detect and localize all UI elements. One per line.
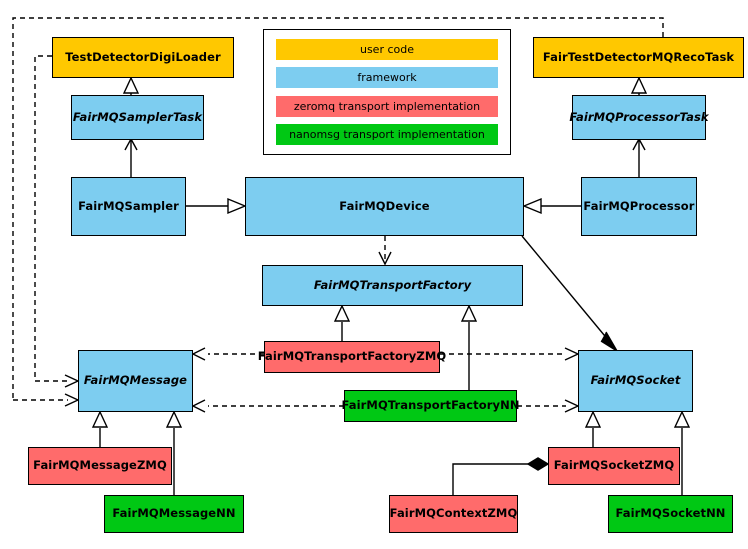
legend-item-framework: framework bbox=[276, 67, 498, 89]
node-label: FairMQSamplerTask bbox=[72, 109, 203, 124]
edge-recotask-to-processortask bbox=[630, 76, 648, 95]
edge-messagezmq-to-message bbox=[91, 410, 109, 447]
node-test-detector-digi-loader[interactable]: TestDetectorDigiLoader bbox=[52, 37, 234, 78]
edge-transportnn-to-socket bbox=[517, 399, 580, 413]
node-fairmq-sampler-task[interactable]: FairMQSamplerTask bbox=[71, 95, 204, 140]
node-label: FairMQProcessor bbox=[583, 198, 695, 213]
node-fairmq-socket[interactable]: FairMQSocket bbox=[578, 350, 693, 412]
node-label: FairMQTransportFactoryZMQ bbox=[257, 349, 447, 364]
node-label: FairMQProcessorTask bbox=[569, 109, 709, 124]
node-label: FairMQSocketZMQ bbox=[553, 458, 675, 473]
node-fairmq-processor[interactable]: FairMQProcessor bbox=[581, 177, 697, 236]
legend-label: user code bbox=[359, 43, 415, 56]
node-fairmq-socket-nn[interactable]: FairMQSocketNN bbox=[608, 495, 733, 533]
node-fairmq-context-zmq[interactable]: FairMQContextZMQ bbox=[389, 495, 518, 533]
node-label: FairMQMessage bbox=[83, 373, 188, 388]
edge-sampler-to-samplertask bbox=[124, 137, 138, 177]
node-fairmq-message-nn[interactable]: FairMQMessageNN bbox=[104, 495, 244, 533]
node-fairmq-processor-task[interactable]: FairMQProcessorTask bbox=[569, 95, 709, 140]
edge-messagenn-to-message bbox=[165, 410, 183, 495]
node-fairmq-transport-factory[interactable]: FairMQTransportFactory bbox=[262, 265, 523, 306]
edge-digiloader-to-samplertask bbox=[122, 76, 140, 95]
edge-sampler-to-device bbox=[186, 197, 247, 215]
edge-device-to-socket bbox=[521, 235, 618, 352]
edge-transportnn-to-message bbox=[191, 399, 344, 413]
edge-transportzmq-to-message bbox=[191, 347, 264, 361]
node-label: FairMQTransportFactoryNN bbox=[341, 398, 520, 413]
node-fairmq-socket-zmq[interactable]: FairMQSocketZMQ bbox=[548, 447, 680, 485]
node-fairmq-message-zmq[interactable]: FairMQMessageZMQ bbox=[28, 447, 172, 485]
node-label: FairMQSampler bbox=[78, 198, 179, 213]
edge-device-to-transportfactory bbox=[378, 236, 392, 266]
node-label: FairMQContextZMQ bbox=[389, 506, 518, 521]
legend-box: user code framework zeromq transport imp… bbox=[263, 29, 511, 155]
node-fairmq-message[interactable]: FairMQMessage bbox=[78, 350, 193, 412]
node-label: FairMQSocketNN bbox=[615, 506, 726, 521]
legend-label: framework bbox=[357, 71, 417, 85]
legend-label: zeromq transport implementation bbox=[293, 99, 481, 113]
edge-socketzmq-to-socket bbox=[584, 410, 602, 447]
edge-transportnn-to-transportfactory bbox=[460, 304, 478, 390]
node-label: FairMQMessageNN bbox=[112, 506, 236, 521]
node-label: FairMQDevice bbox=[339, 198, 430, 213]
legend-item-user-code: user code bbox=[276, 39, 498, 60]
edge-transportzmq-to-transportfactory bbox=[333, 304, 351, 341]
node-fairmq-transport-factory-nn[interactable]: FairMQTransportFactoryNN bbox=[341, 390, 520, 422]
node-label: FairMQSocket bbox=[590, 373, 681, 388]
legend-label: nanomsg transport implementation bbox=[289, 127, 485, 141]
edge-processor-to-processortask bbox=[632, 137, 646, 177]
node-fairmq-transport-factory-zmq[interactable]: FairMQTransportFactoryZMQ bbox=[258, 341, 446, 373]
edge-transportzmq-to-socket bbox=[440, 347, 580, 361]
edge-contextzmq-to-socketzmq bbox=[452, 457, 550, 495]
node-label: FairMQTransportFactory bbox=[313, 277, 472, 292]
edge-processor-to-device bbox=[522, 197, 581, 215]
node-label: TestDetectorDigiLoader bbox=[65, 49, 221, 64]
node-fairmq-sampler[interactable]: FairMQSampler bbox=[71, 177, 186, 236]
node-fair-test-detector-mq-reco-task[interactable]: FairTestDetectorMQRecoTask bbox=[533, 37, 744, 78]
legend-item-nanomsg: nanomsg transport implementation bbox=[276, 123, 498, 145]
node-label: FairTestDetectorMQRecoTask bbox=[542, 49, 735, 64]
node-label: FairMQMessageZMQ bbox=[33, 458, 167, 473]
legend-item-zeromq: zeromq transport implementation bbox=[276, 95, 498, 117]
edge-socketnn-to-socket bbox=[673, 410, 691, 495]
node-fairmq-device[interactable]: FairMQDevice bbox=[245, 177, 524, 236]
